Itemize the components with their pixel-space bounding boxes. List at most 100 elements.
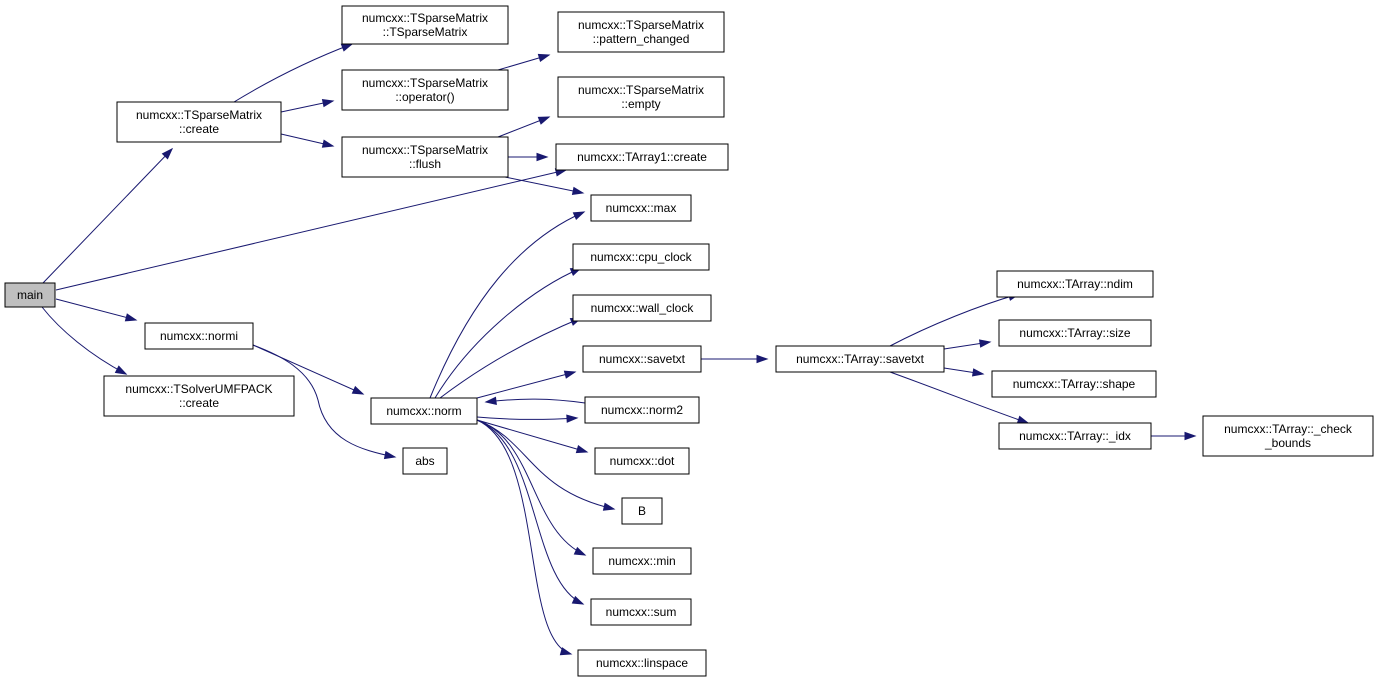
node-box[interactable] bbox=[582, 345, 702, 373]
node-box[interactable] bbox=[557, 11, 725, 53]
node-box[interactable] bbox=[996, 270, 1154, 298]
node-label: numcxx::TSparseMatrix bbox=[578, 83, 704, 97]
node-box[interactable] bbox=[594, 447, 690, 475]
node-main[interactable]: main bbox=[4, 282, 56, 308]
node-box[interactable] bbox=[116, 101, 282, 143]
node-box[interactable] bbox=[998, 422, 1152, 450]
arrowhead-icon bbox=[566, 414, 579, 423]
arrowhead-icon bbox=[563, 370, 577, 379]
edge-ta_savetxt-to-ta_size bbox=[943, 339, 992, 350]
edge-line bbox=[252, 344, 396, 458]
node-ta-idx[interactable]: numcxx::TArray::_idx bbox=[998, 422, 1152, 450]
node-label: numcxx::wall_clock bbox=[591, 301, 695, 315]
node-label: numcxx::TArray::_idx bbox=[1019, 429, 1131, 443]
node-box[interactable] bbox=[557, 76, 725, 118]
node-norm2[interactable]: numcxx::norm2 bbox=[584, 396, 700, 424]
edge-line bbox=[41, 306, 127, 375]
node-box[interactable] bbox=[572, 243, 710, 271]
arrowhead-icon bbox=[571, 186, 585, 196]
node-label: numcxx::TArray::shape bbox=[1013, 377, 1136, 391]
node-ts-op[interactable]: numcxx::TSparseMatrix::operator() bbox=[341, 69, 509, 111]
edge-line bbox=[233, 43, 353, 103]
edge-ta_savetxt-to-ta_shape bbox=[943, 367, 985, 377]
node-box[interactable] bbox=[103, 375, 295, 417]
node-box[interactable] bbox=[341, 69, 509, 111]
node-box[interactable] bbox=[341, 5, 509, 45]
node-box[interactable] bbox=[4, 282, 56, 308]
node-label: ::TSparseMatrix bbox=[383, 25, 468, 39]
node-ts-ctor[interactable]: numcxx::TSparseMatrix::TSparseMatrix bbox=[341, 5, 509, 45]
edge-line bbox=[476, 371, 576, 399]
node-ta-shape[interactable]: numcxx::TArray::shape bbox=[991, 370, 1157, 398]
node-B[interactable]: B bbox=[621, 497, 663, 525]
arrowhead-icon bbox=[321, 99, 335, 108]
node-max[interactable]: numcxx::max bbox=[590, 194, 692, 222]
node-cpu-clock[interactable]: numcxx::cpu_clock bbox=[572, 243, 710, 271]
node-label: numcxx::TSparseMatrix bbox=[362, 76, 488, 90]
node-normi[interactable]: numcxx::normi bbox=[144, 322, 254, 350]
node-box[interactable] bbox=[577, 649, 707, 677]
edge-norm-to-B bbox=[476, 419, 616, 511]
node-box[interactable] bbox=[341, 136, 509, 178]
node-box[interactable] bbox=[590, 598, 692, 626]
edge-norm-to-min bbox=[476, 419, 587, 556]
node-label: _bounds bbox=[1264, 436, 1311, 450]
node-wall-clock[interactable]: numcxx::wall_clock bbox=[572, 294, 712, 322]
edge-main-to-umf_create bbox=[41, 306, 128, 375]
arrowhead-icon bbox=[537, 116, 551, 125]
node-label: numcxx::dot bbox=[610, 454, 675, 468]
node-box[interactable] bbox=[144, 322, 254, 350]
node-label: ::create bbox=[179, 122, 219, 136]
edge-savetxt-to-ta_savetxt bbox=[701, 354, 769, 364]
arrowhead-icon bbox=[572, 211, 586, 221]
node-min[interactable]: numcxx::min bbox=[592, 547, 692, 575]
node-ta-size[interactable]: numcxx::TArray::size bbox=[998, 319, 1152, 347]
edge-line bbox=[476, 419, 572, 655]
node-dot[interactable]: numcxx::dot bbox=[594, 447, 690, 475]
edge-line bbox=[55, 298, 137, 321]
node-box[interactable] bbox=[370, 397, 478, 425]
node-abs[interactable]: abs bbox=[402, 447, 448, 475]
node-linspace[interactable]: numcxx::linspace bbox=[577, 649, 707, 677]
node-ta-check[interactable]: numcxx::TArray::_check_bounds bbox=[1202, 415, 1374, 457]
edge-main-to-ta1_create bbox=[55, 168, 568, 291]
node-ts-flush[interactable]: numcxx::TSparseMatrix::flush bbox=[341, 136, 509, 178]
node-box[interactable] bbox=[621, 497, 663, 525]
node-umf-create[interactable]: numcxx::TSolverUMFPACK::create bbox=[103, 375, 295, 417]
node-box[interactable] bbox=[590, 194, 692, 222]
node-ts-empty[interactable]: numcxx::TSparseMatrix::empty bbox=[557, 76, 725, 118]
edge-ts_flush-to-ta1_create bbox=[508, 152, 549, 162]
node-savetxt[interactable]: numcxx::savetxt bbox=[582, 345, 702, 373]
node-label: abs bbox=[415, 454, 434, 468]
node-box[interactable] bbox=[998, 319, 1152, 347]
node-box[interactable] bbox=[572, 294, 712, 322]
node-box[interactable] bbox=[991, 370, 1157, 398]
node-ts-create[interactable]: numcxx::TSparseMatrix::create bbox=[116, 101, 282, 143]
node-ta-ndim[interactable]: numcxx::TArray::ndim bbox=[996, 270, 1154, 298]
edge-main-to-normi bbox=[55, 298, 138, 322]
arrowhead-icon bbox=[756, 354, 769, 364]
edge-line bbox=[476, 419, 586, 556]
node-ta1-create[interactable]: numcxx::TArray1::create bbox=[555, 143, 729, 171]
node-box[interactable] bbox=[402, 447, 448, 475]
arrowhead-icon bbox=[559, 647, 573, 656]
edge-norm-to-wall_clock bbox=[439, 317, 583, 399]
edge-norm2-to-norm bbox=[484, 396, 586, 405]
node-box[interactable] bbox=[555, 143, 729, 171]
arrowhead-icon bbox=[536, 152, 549, 162]
node-box[interactable] bbox=[584, 396, 700, 424]
arrowhead-icon bbox=[124, 313, 138, 322]
node-box[interactable] bbox=[1202, 415, 1374, 457]
edge-norm-to-sum bbox=[476, 419, 585, 605]
node-ta-savetxt[interactable]: numcxx::TArray::savetxt bbox=[775, 345, 945, 373]
edge-ts_create-to-ts_ctor bbox=[233, 43, 354, 103]
node-ts-pattern[interactable]: numcxx::TSparseMatrix::pattern_changed bbox=[557, 11, 725, 53]
node-sum[interactable]: numcxx::sum bbox=[590, 598, 692, 626]
edge-norm-to-dot bbox=[476, 419, 589, 454]
node-box[interactable] bbox=[775, 345, 945, 373]
node-norm[interactable]: numcxx::norm bbox=[370, 397, 478, 425]
arrowhead-icon bbox=[321, 139, 335, 148]
arrowhead-icon bbox=[351, 385, 365, 395]
edge-line bbox=[476, 419, 584, 605]
node-box[interactable] bbox=[592, 547, 692, 575]
